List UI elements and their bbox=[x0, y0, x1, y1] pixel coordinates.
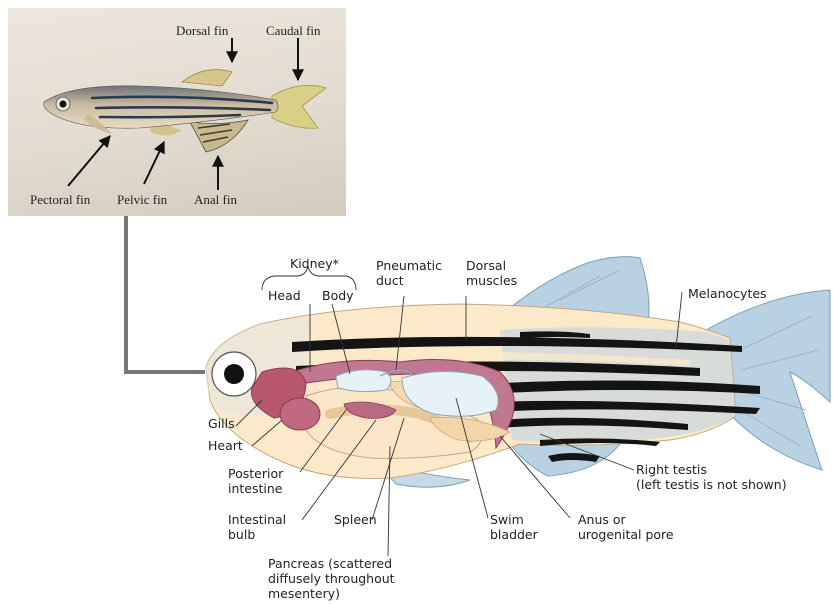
label-dorsal-muscles: Dorsal muscles bbox=[466, 258, 517, 288]
label-anal-fin: Anal fin bbox=[194, 192, 237, 208]
photo-dorsal-fin bbox=[182, 70, 232, 86]
label-kidney: Kidney* bbox=[290, 256, 339, 271]
label-dorsal-fin: Dorsal fin bbox=[176, 23, 228, 39]
label-pectoral-fin: Pectoral fin bbox=[30, 192, 90, 208]
label-anus-urogenital-pore: Anus or urogenital pore bbox=[578, 512, 674, 542]
label-swim-bladder: Swim bladder bbox=[490, 512, 538, 542]
panel-connector bbox=[126, 216, 205, 372]
label-right-testis: Right testis (left testis is not shown) bbox=[636, 462, 787, 492]
label-kidney-body: Body bbox=[322, 288, 354, 303]
label-spleen: Spleen bbox=[334, 512, 377, 527]
label-gills: Gills bbox=[208, 416, 235, 431]
label-intestinal-bulb: Intestinal bulb bbox=[228, 512, 286, 542]
label-pneumatic-duct: Pneumatic duct bbox=[376, 258, 442, 288]
label-heart: Heart bbox=[208, 438, 243, 453]
label-melanocytes: Melanocytes bbox=[688, 286, 767, 301]
label-pancreas: Pancreas (scattered diffusely throughout… bbox=[268, 556, 395, 601]
label-kidney-head: Head bbox=[268, 288, 301, 303]
anatomy-heart bbox=[280, 398, 320, 430]
zebrafish-photo bbox=[44, 70, 326, 152]
anatomy-swim-bladder-anterior bbox=[336, 370, 391, 392]
label-pelvic-fin: Pelvic fin bbox=[117, 192, 167, 208]
label-caudal-fin: Caudal fin bbox=[266, 23, 321, 39]
label-posterior-intestine: Posterior intestine bbox=[228, 466, 283, 496]
photo-caudal-fin bbox=[272, 85, 326, 128]
